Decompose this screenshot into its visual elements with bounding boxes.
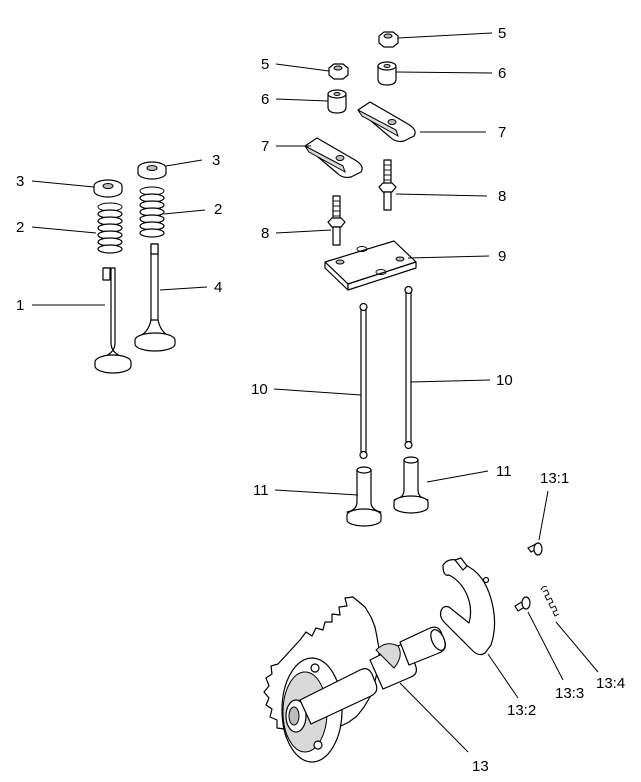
label-1: 1 — [16, 297, 24, 314]
valve-spring-left — [97, 202, 123, 254]
push-rod-right — [404, 285, 413, 450]
label-13-2: 13:2 — [507, 702, 536, 719]
pivot-ball-right — [377, 61, 397, 86]
label-2-right: 2 — [214, 201, 222, 218]
decompressor-bolt — [514, 596, 531, 612]
leader-3-right — [165, 159, 203, 167]
label-6-right: 6 — [498, 65, 506, 82]
label-3-left: 3 — [16, 173, 24, 190]
exhaust-valve — [134, 243, 176, 352]
leader-13-3 — [527, 611, 564, 681]
pivot-ball-left — [327, 89, 347, 114]
decompressor-pin — [527, 542, 543, 556]
rocker-nut-left — [328, 63, 349, 80]
label-13-3: 13:3 — [555, 685, 584, 702]
label-3-right: 3 — [212, 152, 220, 169]
leader-11-right — [426, 470, 489, 483]
leader-9 — [407, 255, 490, 259]
label-7-right: 7 — [498, 124, 506, 141]
leader-13 — [399, 682, 469, 753]
rocker-stud-right — [378, 159, 397, 211]
leader-13-1 — [538, 490, 549, 541]
camshaft — [299, 626, 446, 725]
leader-11-left — [274, 489, 359, 496]
label-8-right: 8 — [498, 188, 506, 205]
leader-10-left — [273, 388, 362, 396]
label-11-left: 11 — [253, 482, 269, 499]
label-5-left: 5 — [261, 56, 269, 73]
push-rod-left — [359, 302, 368, 460]
rocker-arm-left — [304, 137, 363, 179]
label-13: 13 — [472, 758, 489, 775]
valve-retainer-right — [137, 161, 167, 180]
leader-8-left — [275, 229, 332, 234]
label-6-left: 6 — [261, 91, 269, 108]
rocker-stud-left — [327, 195, 346, 246]
label-10-left: 10 — [251, 381, 268, 398]
rocker-arm-right — [357, 101, 416, 143]
label-2-left: 2 — [16, 219, 24, 236]
leader-8-right — [395, 193, 488, 197]
leader-3-left — [31, 180, 95, 188]
leader-6-right — [395, 71, 493, 74]
label-4: 4 — [214, 279, 222, 296]
tappet-left — [346, 466, 382, 527]
label-7-left: 7 — [261, 138, 269, 155]
valve-retainer-left — [93, 179, 123, 198]
leader-4 — [159, 286, 208, 291]
rocker-nut-right — [378, 31, 399, 48]
label-13-4: 13:4 — [596, 675, 625, 692]
leader-5-right — [397, 32, 493, 39]
push-rod-guide-plate — [324, 240, 417, 291]
decompressor-arm — [439, 557, 496, 656]
label-13-1: 13:1 — [540, 470, 569, 487]
valve-spring-right — [139, 186, 165, 238]
label-9: 9 — [498, 248, 506, 265]
tappet-right — [393, 456, 429, 514]
leader-10-right — [410, 379, 491, 383]
leader-2-right — [163, 209, 206, 215]
leader-13-2 — [487, 653, 519, 699]
label-11-right: 11 — [496, 463, 512, 480]
leader-2-left — [31, 226, 97, 234]
leader-13-4 — [555, 621, 599, 673]
decompressor-spring — [540, 585, 560, 617]
label-8-left: 8 — [261, 225, 269, 242]
label-5-right: 5 — [498, 25, 506, 42]
label-10-right: 10 — [496, 372, 513, 389]
leader-6-left — [275, 98, 329, 102]
leader-5-left — [275, 63, 330, 72]
intake-valve — [94, 267, 132, 374]
